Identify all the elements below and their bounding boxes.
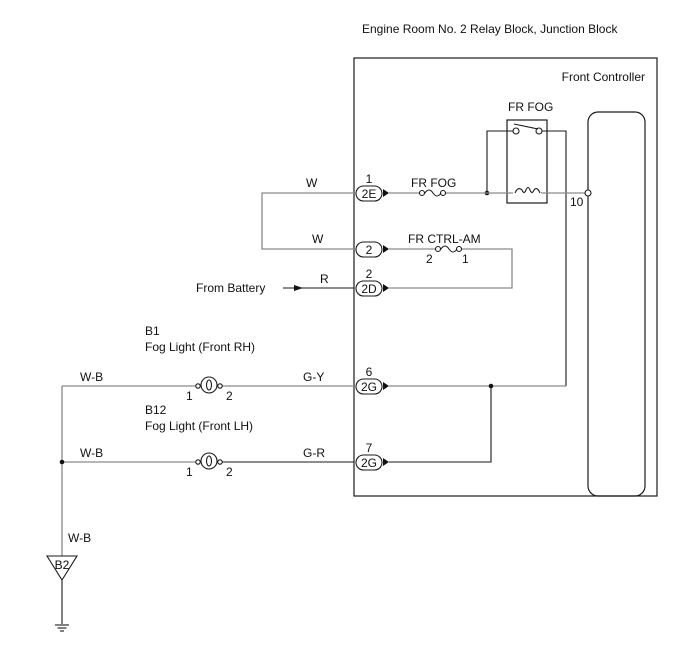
battery-label: From Battery	[196, 281, 265, 295]
wire-2g-pin7-inner	[389, 386, 492, 463]
svg-text:2: 2	[366, 243, 373, 257]
relay-left-contact-wire	[486, 130, 513, 193]
front-controller-box	[587, 111, 646, 497]
wire-w-loop	[261, 192, 354, 250]
wire-color-label: R	[320, 272, 329, 286]
light-rh-pin2: 2	[226, 389, 233, 403]
wire-color-label: W-B	[80, 446, 103, 460]
svg-text:2D: 2D	[361, 282, 377, 296]
controller-pin-10-terminal	[584, 189, 592, 197]
svg-text:1: 1	[366, 172, 373, 186]
light-lh-name: Fog Light (Front LH)	[145, 419, 253, 433]
wire-color-label: G-R	[303, 446, 325, 460]
front-controller-label: Front Controller	[562, 70, 645, 84]
light-lh-code: B12	[145, 403, 167, 417]
light-rh-name: Fog Light (Front RH)	[145, 340, 255, 354]
controller-pin-10-label: 10	[570, 195, 584, 209]
fog-light-lh-icon	[195, 452, 223, 470]
wire-color-label: G-Y	[303, 370, 324, 384]
arrow-right-icon	[294, 285, 303, 291]
connector-2: 2	[355, 241, 389, 258]
ground-point-b2: B2	[46, 555, 78, 582]
connector-2d: 2D 2	[355, 267, 389, 297]
relay-box	[506, 119, 548, 204]
relay-label: FR FOG	[508, 100, 553, 114]
svg-text:7: 7	[366, 441, 373, 455]
relay-output-wire	[542, 130, 567, 386]
connector-2e: 2E 1	[355, 172, 389, 202]
earth-ground-icon	[55, 624, 69, 632]
fuse-fr-fog-icon	[418, 189, 447, 197]
wire-color-label: W	[306, 176, 318, 190]
wire-ctrl-am-loop	[389, 248, 513, 289]
light-lh-pin2: 2	[226, 465, 233, 479]
connector-2g-pin7: 2G 7	[355, 441, 389, 471]
svg-text:2: 2	[366, 267, 373, 281]
fuse-fr-ctrl-am-label: FR CTRL-AM	[408, 232, 481, 246]
block-title: Engine Room No. 2 Relay Block, Junction …	[362, 22, 618, 36]
svg-text:2E: 2E	[362, 187, 377, 201]
fuse-fr-ctrl-am-pin-left: 2	[426, 252, 433, 266]
light-rh-pin1: 1	[186, 389, 193, 403]
relay-coil-icon	[514, 186, 541, 194]
wire-color-label: W-B	[80, 370, 103, 384]
ground-wire-label: W-B	[68, 531, 91, 545]
connector-2g-pin6: 2G 6	[355, 365, 389, 395]
fuse-fr-ctrl-am-pin-right: 1	[462, 252, 469, 266]
fuse-fr-fog-label: FR FOG	[411, 176, 456, 190]
svg-text:2G: 2G	[361, 456, 377, 470]
fuse-fr-ctrl-am-icon	[434, 245, 463, 253]
relay-switch-icon	[512, 123, 543, 135]
svg-text:2G: 2G	[361, 380, 377, 394]
wire-color-label: W	[312, 232, 324, 246]
svg-text:B2: B2	[55, 558, 70, 572]
junction-block-frame	[353, 57, 658, 497]
fog-light-rh-icon	[195, 376, 223, 394]
svg-text:6: 6	[366, 365, 373, 379]
junction-dot	[59, 459, 65, 465]
light-lh-pin1: 1	[186, 465, 193, 479]
light-rh-code: B1	[145, 324, 160, 338]
